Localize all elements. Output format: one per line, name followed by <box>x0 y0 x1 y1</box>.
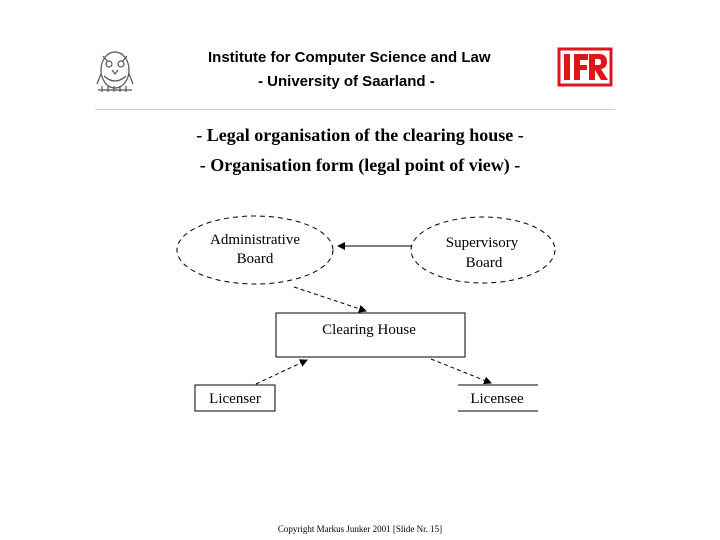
admin-board-label-2: Board <box>237 251 274 267</box>
copyright-footer: Copyright Markus Junker 2001 [Slide Nr. … <box>277 524 443 534</box>
institute-name: Institute for Computer Science and Law <box>208 49 491 66</box>
ifr-logo <box>557 47 613 87</box>
university-name: - University of Saarland - <box>258 73 435 90</box>
licenser-to-clearing-arrow <box>255 359 308 385</box>
clearing-house-node: Clearing House <box>275 312 466 358</box>
clearing-house-label: Clearing House <box>322 322 416 338</box>
licenser-node: Licenser <box>194 384 276 412</box>
university-seal-icon <box>96 51 134 92</box>
admin-to-clearing-arrow <box>293 286 367 313</box>
admin-board-label-1: Administrative <box>210 232 300 248</box>
header-divider <box>95 109 615 110</box>
clearing-to-licensee-arrow <box>430 358 492 385</box>
licensee-node: Licensee <box>458 384 538 412</box>
slide-title: - Legal organisation of the clearing hou… <box>196 125 524 145</box>
slide-subtitle: - Organisation form (legal point of view… <box>199 155 521 175</box>
administrative-board-node: Administrative Board <box>176 215 334 285</box>
slide-header: Institute for Computer Science and Law -… <box>0 0 720 112</box>
licenser-label: Licenser <box>209 391 261 407</box>
supervisory-board-label-2: Board <box>466 255 503 271</box>
supervisory-board-label-1: Supervisory <box>446 235 519 251</box>
supervisory-board-node: Supervisory Board <box>410 216 556 284</box>
licensee-label: Licensee <box>470 391 524 407</box>
